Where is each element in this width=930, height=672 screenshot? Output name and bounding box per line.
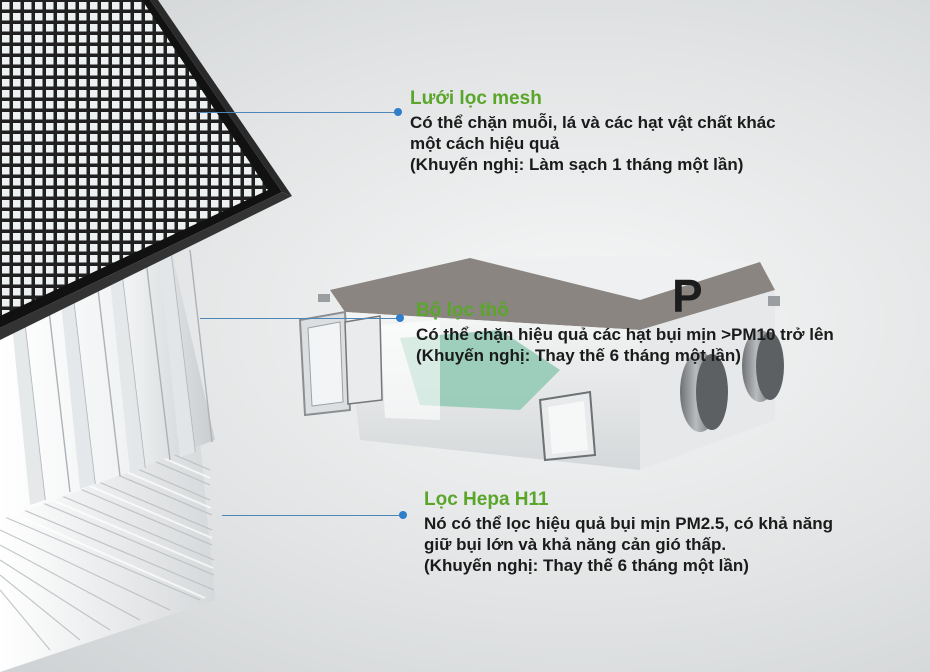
mesh-filter-icon (0, 0, 292, 340)
leader-line-coarse (200, 318, 398, 319)
callout-text: giữ bụi lớn và khả năng cản gió thấp. (424, 535, 727, 554)
callout-text: (Khuyến nghị: Làm sạch 1 tháng một lần) (410, 155, 744, 174)
pleated-filter-icon (0, 245, 215, 520)
callout-text: Có thể chặn muỗi, lá và các hạt vật chất… (410, 113, 776, 132)
callout-text: Nó có thể lọc hiệu quả bụi mịn PM2.5, có… (424, 514, 833, 533)
callout-text: một cách hiệu quả (410, 134, 560, 153)
device-logo: P (672, 270, 703, 322)
callout-title: Bộ lọc thô (416, 300, 509, 321)
callout-title: Lưới lọc mesh (410, 88, 542, 109)
callout-coarse-filter: Bộ lọc thô Có thể chặn hiệu quả các hạt … (416, 300, 834, 366)
leader-dot-mesh (394, 108, 402, 116)
leader-line-hepa (222, 515, 402, 516)
callout-mesh-filter: Lưới lọc mesh Có thể chặn muỗi, lá và cá… (410, 88, 776, 175)
ventilation-unit-icon: P (298, 256, 784, 470)
callout-text: (Khuyến nghị: Thay thế 6 tháng một lần) (416, 346, 741, 365)
leader-line-mesh (198, 112, 396, 113)
leader-dot-coarse (396, 314, 404, 322)
callout-title: Lọc Hepa H11 (424, 489, 549, 510)
callout-text: Có thể chặn hiệu quả các hạt bụi mịn >PM… (416, 325, 834, 344)
callout-hepa-filter: Lọc Hepa H11 Nó có thể lọc hiệu quả bụi … (424, 489, 833, 576)
callout-text: (Khuyến nghị: Thay thế 6 tháng một lần) (424, 556, 749, 575)
leader-dot-hepa (399, 511, 407, 519)
